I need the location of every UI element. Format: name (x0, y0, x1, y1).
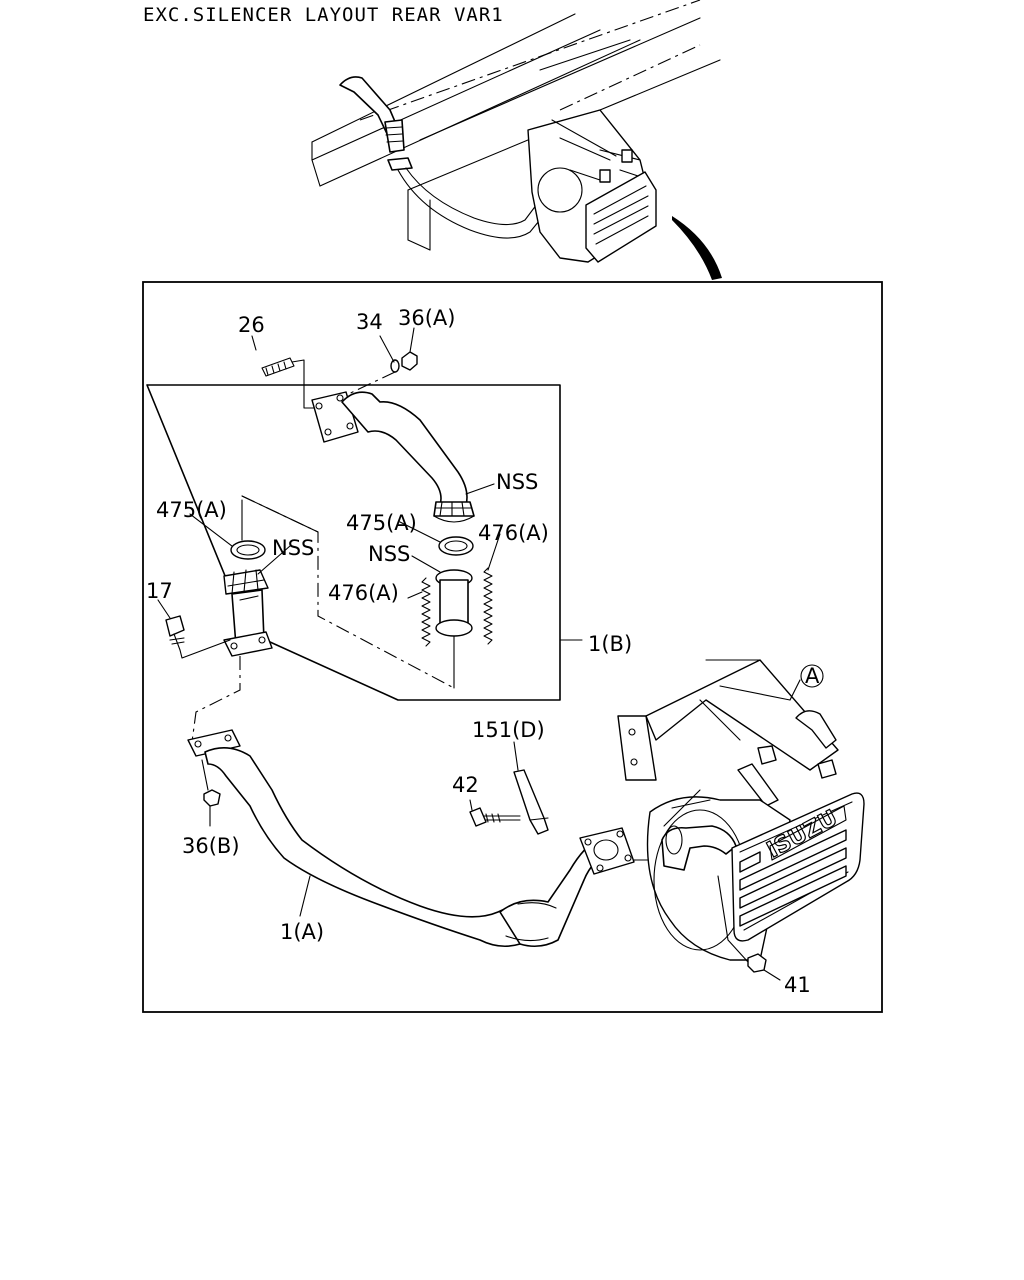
label-part-36a: 36(A) (398, 306, 455, 330)
label-part-1a: 1(A) (280, 920, 324, 944)
main-pipe-1a (187, 729, 635, 948)
label-part-41: 41 (784, 973, 811, 997)
upper-bent-pipe (311, 391, 475, 523)
silencer-assembly: ISUZU (617, 659, 865, 973)
label-nss-upper-pipe: NSS (496, 470, 538, 494)
label-part-34: 34 (356, 310, 383, 334)
label-part-476a-left: 476(A) (328, 581, 399, 605)
label-part-151d: 151(D) (472, 718, 545, 742)
leader-lines (157, 327, 824, 981)
label-part-42: 42 (452, 773, 479, 797)
nut-36b (201, 759, 221, 807)
label-part-475a-mid: 475(A) (346, 511, 417, 535)
springs-476a (421, 567, 493, 647)
label-part-1b: 1(B) (588, 632, 632, 656)
bolt-42 (469, 807, 521, 827)
label-nss-flange: NSS (272, 536, 314, 560)
label-part-26: 26 (238, 313, 265, 337)
label-part-36b: 36(B) (182, 834, 240, 858)
gasket-475a-left (230, 499, 266, 560)
overview-illustration (311, 0, 722, 280)
label-part-475a-left: 475(A) (156, 498, 227, 522)
lower-flange-pipe (223, 569, 273, 657)
bolt-17 (165, 615, 231, 659)
label-nss-sleeve: NSS (368, 542, 410, 566)
diagram-title: EXC.SILENCER LAYOUT REAR VAR1 (143, 4, 504, 26)
label-part-17: 17 (146, 579, 173, 603)
nut-36a-washer-34 (339, 351, 418, 399)
gasket-475a-mid (438, 536, 474, 556)
label-part-476a-right: 476(A) (478, 521, 549, 545)
label-circle-a: A (805, 664, 820, 688)
detail-frame (142, 281, 883, 1013)
center-sleeve (435, 569, 473, 689)
bracket-151d (513, 769, 549, 835)
stud-26 (261, 357, 321, 409)
